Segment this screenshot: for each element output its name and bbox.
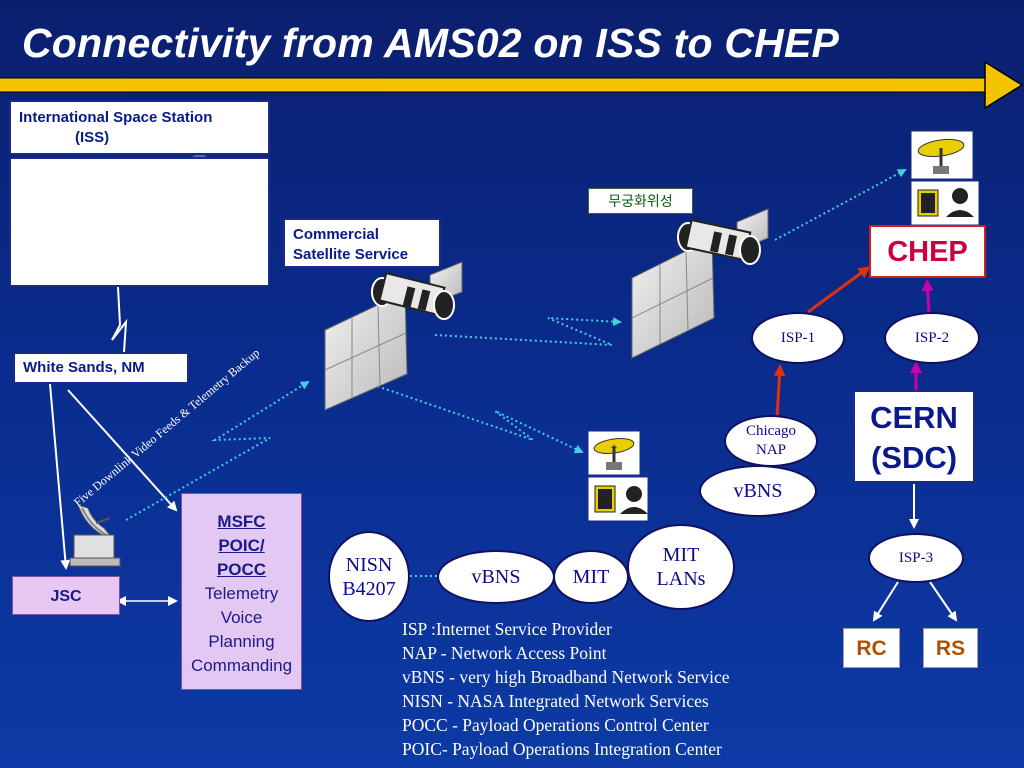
legend-item: POIC- Payload Operations Integration Cen… — [402, 739, 722, 759]
jsc-box: JSC — [12, 576, 120, 615]
cern-line2: (SDC) — [870, 440, 958, 475]
satellite-dish-icon — [69, 504, 121, 567]
mit-lans-line1: MIT — [662, 544, 700, 566]
chicago-isp1-arrow — [773, 364, 786, 419]
isp3-node: ISP-3 — [868, 533, 964, 583]
chicago-nap-node: Chicago NAP — [724, 415, 818, 467]
title-arrow — [0, 60, 1024, 110]
mit-ground-dish-icon: + — [587, 430, 641, 476]
iss-image-frame — [9, 157, 270, 287]
nisn-node: NISN B4207 — [328, 531, 410, 622]
isp2-chep-arrow — [921, 279, 934, 313]
commercial-satellite-label: Commercial Satellite Service — [283, 218, 441, 268]
chep-ground-dish-icon — [910, 130, 974, 180]
isp2-node: ISP-2 — [884, 312, 980, 364]
mugunghwa-satellite-label: 무궁화위성 — [588, 188, 693, 214]
mit-lans-line2: LANs — [656, 568, 706, 590]
mit-node: MIT — [553, 550, 629, 604]
msfc-item: Planning — [208, 632, 275, 651]
rs-box: RS — [923, 628, 978, 668]
isp1-node: ISP-1 — [751, 312, 845, 364]
chep-box: CHEP — [869, 225, 986, 278]
msfc-item: Telemetry — [204, 584, 279, 603]
whitesands-msfc-arrow — [67, 389, 178, 512]
commercial-satellite-line2: Satellite Service — [293, 246, 409, 263]
chicago-nap-line1: Chicago — [746, 423, 796, 439]
msfc-item: Voice — [220, 608, 263, 627]
whitesands-jsc-arrow — [49, 383, 71, 570]
isp3-rc-arrow — [872, 581, 899, 622]
vbns-right-node: vBNS — [699, 465, 817, 517]
isp3-rs-arrow — [929, 581, 958, 622]
legend-item: POCC - Payload Operations Control Center — [402, 715, 709, 735]
cern-box: CERN (SDC) — [853, 390, 975, 483]
iss-whitesands-link — [111, 286, 128, 353]
sat-to-mit-ground-link — [367, 382, 584, 454]
nisn-line2: B4207 — [342, 577, 396, 600]
cern-line1: CERN — [870, 400, 958, 435]
nisn-line1: NISN — [345, 553, 393, 576]
isp1-chep-arrow — [807, 266, 871, 314]
mugunghwa-satellite-icon — [631, 208, 769, 359]
white-sands-label: White Sands, NM — [13, 352, 189, 384]
commercial-satellite-icon — [324, 261, 463, 411]
svg-text:+: + — [610, 443, 618, 453]
chicago-nap-line2: NAP — [755, 442, 786, 458]
iss-label-line2: (ISS) — [75, 129, 110, 146]
downlink-link-1 — [125, 380, 310, 521]
sat-to-mugunghwa-link — [434, 317, 622, 346]
iss-label-line1: International Space Station — [19, 109, 213, 126]
slide-title: Connectivity from AMS02 on ISS to CHEP — [22, 20, 840, 66]
commercial-satellite-line1: Commercial — [293, 226, 379, 243]
legend-item: vBNS - very high Broadband Network Servi… — [402, 667, 730, 687]
rc-box: RC — [843, 628, 900, 668]
mit-lans-node: MIT LANs — [627, 524, 735, 610]
chep-ground-terminal-icon — [910, 180, 980, 226]
legend-item: NISN - NASA Integrated Network Services — [402, 691, 709, 711]
vbns-left-node: vBNS — [437, 550, 555, 604]
abbreviation-legend: ISP :Internet Service Provider NAP - Net… — [402, 617, 730, 761]
msfc-line1: MSFC — [217, 512, 266, 531]
legend-item: NAP - Network Access Point — [402, 643, 607, 663]
iss-label: International Space Station (ISS) — [9, 100, 270, 155]
mit-ground-terminal-icon — [587, 476, 649, 522]
legend-item: ISP :Internet Service Provider — [402, 619, 612, 639]
msfc-box: MSFC POIC/ POCC Telemetry Voice Planning… — [181, 493, 302, 690]
msfc-line3: POCC — [216, 560, 267, 579]
msfc-line2: POIC/ — [218, 536, 265, 555]
msfc-item: Commanding — [190, 656, 293, 675]
